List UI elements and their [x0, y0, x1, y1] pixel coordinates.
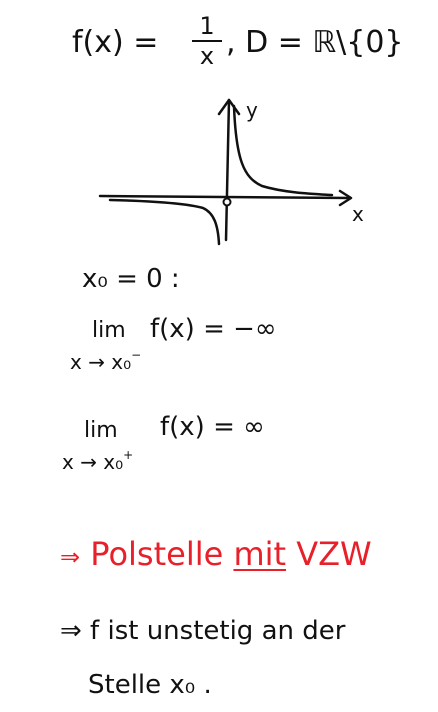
limit-right-approach: x → x₀+	[62, 449, 133, 474]
point-x0: x₀ = 0 :	[82, 264, 180, 294]
origin-hole	[222, 197, 232, 207]
limit-left-approach: x → x₀−	[70, 349, 141, 374]
pole-mit: mit	[233, 535, 287, 573]
limit-right-lim: lim	[84, 418, 118, 443]
conclusion-discontinuous-line2: Stelle x₀ .	[88, 670, 212, 700]
x-axis	[98, 194, 352, 200]
limit-left-approach-text: x → x₀	[70, 350, 132, 374]
conclusion-pole: ⇒ Polstelle mit VZW	[60, 538, 372, 570]
y-axis-arrowhead	[217, 98, 241, 116]
pole-vzw: VZW	[296, 535, 372, 573]
x-axis-arrowhead	[338, 189, 353, 207]
curve-left-branch	[108, 198, 221, 246]
fraction-denominator: x	[199, 42, 215, 70]
function-definition-lhs: f(x) =	[72, 25, 159, 60]
curve-right-branch	[232, 104, 334, 197]
limit-left-expression: f(x) = −∞	[150, 314, 277, 344]
conclusion-discontinuous-line1: ⇒ f ist unstetig an der	[60, 616, 346, 646]
limit-right-expression: f(x) = ∞	[160, 412, 265, 442]
limit-right-approach-text: x → x₀	[62, 450, 124, 474]
limit-right-side: +	[123, 448, 134, 462]
limit-left-side: −	[131, 348, 142, 362]
fraction-bar	[192, 40, 222, 42]
x-axis-label: x	[352, 202, 364, 226]
domain-definition: , D = ℝ\{0}	[226, 25, 404, 60]
pole-text: Polstelle	[90, 535, 224, 573]
fraction-numerator: 1	[199, 12, 215, 40]
function-fraction: 1 x	[192, 14, 222, 68]
limit-left-lim: lim	[92, 318, 126, 343]
implies-arrow-red: ⇒	[60, 543, 81, 571]
y-axis	[224, 98, 231, 242]
y-axis-label: y	[246, 98, 258, 122]
